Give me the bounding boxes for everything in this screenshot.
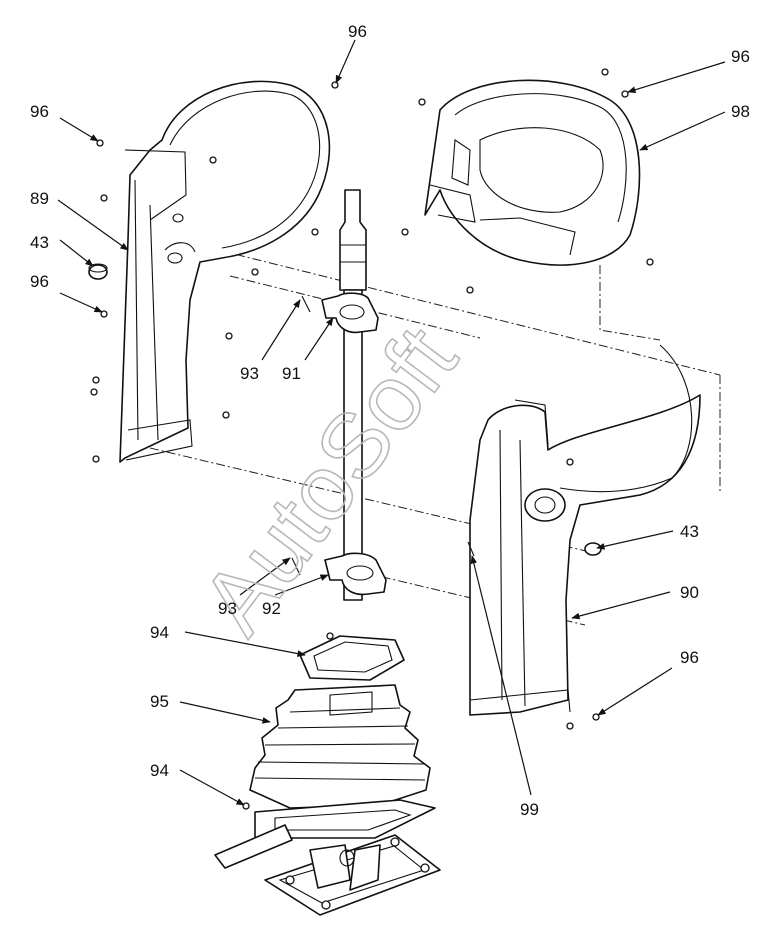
callout-96-right-low: 96 [680,648,699,667]
leader-lines [57,39,726,806]
callout-91: 91 [282,364,301,383]
callout-90: 90 [680,583,699,602]
callout-labels: 96 96 96 98 89 43 96 93 91 43 90 93 92 9… [30,22,750,819]
callout-92: 92 [262,599,281,618]
rubber-boot [249,684,431,809]
upper-gasket [299,635,405,681]
callout-96-top: 96 [348,22,367,41]
control-shaft [339,189,367,601]
callout-43-left: 43 [30,233,49,252]
callout-96-left-mid: 96 [30,272,49,291]
left-housing-half [119,80,331,463]
callout-96-left-top: 96 [30,102,49,121]
rear-cap-housing [424,79,641,266]
fasteners [90,68,654,810]
base-plate [214,824,441,916]
callout-96-right-top: 96 [731,47,750,66]
callout-89: 89 [30,189,49,208]
callout-93-lower: 93 [218,599,237,618]
callout-43-right: 43 [680,522,699,541]
lower-clamp [324,552,387,596]
lower-gasket [254,799,436,839]
callout-94-upper: 94 [150,623,169,642]
callout-93-upper: 93 [240,364,259,383]
callout-99: 99 [520,800,539,819]
callout-94-lower: 94 [150,761,169,780]
callout-98: 98 [731,102,750,121]
right-housing-half [469,344,701,716]
upper-clamp [321,292,379,334]
callout-95: 95 [150,692,169,711]
